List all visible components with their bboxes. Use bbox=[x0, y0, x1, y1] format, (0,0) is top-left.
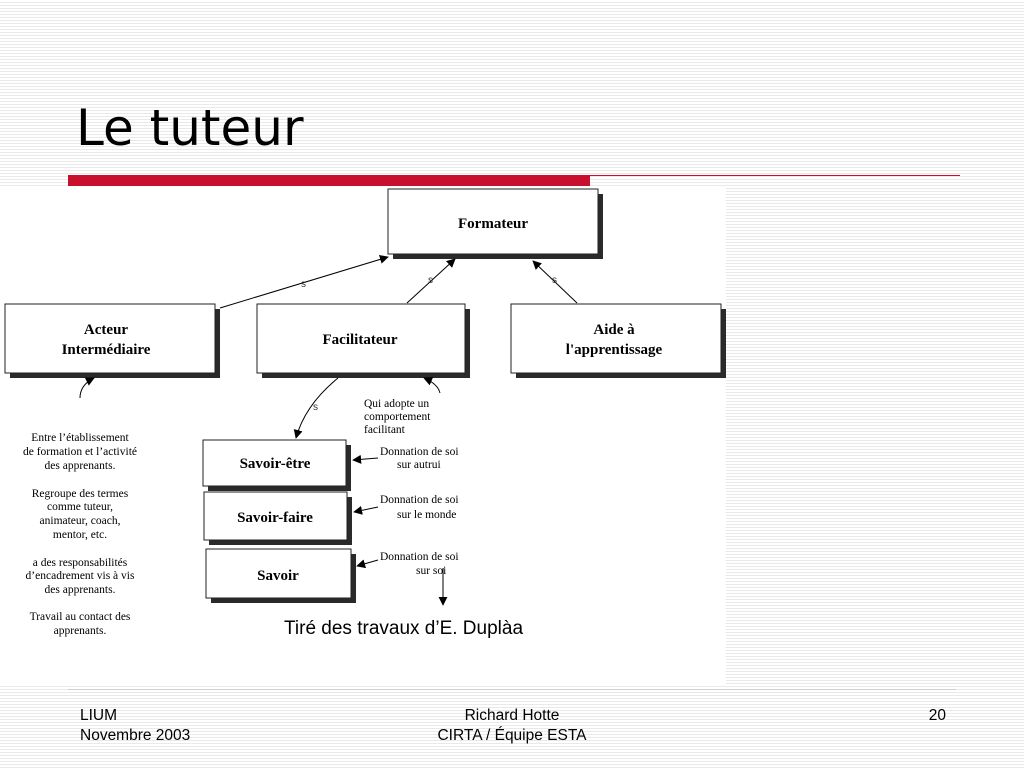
arrow-facilitateur-formateur bbox=[406, 258, 456, 304]
footer-divider bbox=[68, 689, 956, 690]
footer-date: Novembre 2003 bbox=[80, 727, 191, 744]
slide-title: Le tuteur bbox=[76, 99, 304, 157]
arrow-facilitateur-savoir-etre bbox=[293, 377, 339, 439]
box-savoir-faire-label: Savoir-faire bbox=[237, 510, 313, 526]
diagram-caption: Tiré des travaux d’E. Duplàa bbox=[284, 618, 524, 639]
savoir-faire-note-line: Donnation de soi bbox=[380, 494, 459, 506]
acteur-notes: Entre l’établissement de formation et l’… bbox=[23, 432, 137, 637]
box-savoir-etre-label: Savoir-être bbox=[240, 456, 311, 472]
acteur-note-line: Regroupe des termes bbox=[32, 488, 129, 500]
edge-label-s: s bbox=[428, 275, 433, 286]
box-acteur-label-1: Acteur bbox=[84, 322, 128, 338]
footer-center: Richard Hotte CIRTA / Équipe ESTA bbox=[412, 706, 612, 746]
box-acteur-label-2: Intermédiaire bbox=[62, 342, 151, 358]
footer-author: Richard Hotte bbox=[464, 707, 560, 724]
box-aide: Aide à l'apprentissage bbox=[510, 303, 726, 378]
box-savoir-faire: Savoir-faire bbox=[203, 491, 352, 545]
acteur-note-line: Travail au contact des bbox=[30, 611, 131, 623]
acteur-note-line: des apprenants. bbox=[45, 460, 116, 472]
arrow-note-savoir-etre bbox=[352, 454, 379, 464]
footer-team: CIRTA / Équipe ESTA bbox=[437, 727, 587, 744]
box-aide-label-2: l'apprentissage bbox=[566, 342, 663, 358]
arrow-acteur-formateur bbox=[219, 255, 389, 309]
footer-org: LIUM bbox=[80, 707, 118, 724]
edge-label-s: s bbox=[313, 402, 318, 413]
title-accent-bar bbox=[68, 175, 590, 186]
edge-label-s: s bbox=[301, 279, 306, 290]
box-savoir: Savoir bbox=[205, 548, 356, 603]
acteur-note-line: animateur, coach, bbox=[40, 515, 121, 527]
arrow-note-facilitateur bbox=[423, 377, 441, 394]
box-acteur: Acteur Intermédiaire bbox=[4, 303, 220, 378]
box-facilitateur-label: Facilitateur bbox=[323, 332, 398, 348]
facilitateur-note-line: Qui adopte un bbox=[364, 398, 429, 410]
arrow-aide-formateur bbox=[532, 260, 578, 304]
page-number: 20 bbox=[928, 707, 946, 724]
box-formateur: Formateur bbox=[387, 188, 603, 259]
diagram-panel: Formateur Acteur Intermédiaire Facilitat… bbox=[0, 188, 726, 684]
acteur-note-line: de formation et l’activité bbox=[23, 446, 137, 458]
box-aide-label-1: Aide à bbox=[593, 322, 635, 338]
arrow-notes-acteur bbox=[79, 377, 95, 399]
acteur-note-line: d’encadrement vis à vis bbox=[26, 570, 135, 582]
savoir-etre-note-line: sur autrui bbox=[397, 459, 441, 471]
acteur-note-line: Entre l’établissement bbox=[31, 432, 129, 444]
box-formateur-label: Formateur bbox=[458, 216, 528, 232]
acteur-note-line: apprenants. bbox=[54, 625, 107, 637]
savoir-faire-note-line: sur le monde bbox=[397, 509, 456, 521]
box-facilitateur: Facilitateur bbox=[256, 303, 470, 378]
box-savoir-etre: Savoir-être bbox=[202, 439, 351, 491]
box-savoir-label: Savoir bbox=[257, 568, 299, 584]
title-accent-line bbox=[590, 175, 960, 176]
acteur-note-line: comme tuteur, bbox=[47, 501, 113, 513]
acteur-note-line: mentor, etc. bbox=[53, 529, 107, 541]
facilitateur-note-line: comportement bbox=[364, 411, 431, 423]
acteur-note-line: des apprenants. bbox=[45, 584, 116, 596]
edge-label-s: s bbox=[552, 275, 557, 286]
savoir-etre-note-line: Donnation de soi bbox=[380, 446, 459, 458]
acteur-note-line: a des responsabilités bbox=[33, 557, 128, 569]
diagram: Formateur Acteur Intermédiaire Facilitat… bbox=[4, 188, 726, 637]
facilitateur-note-line: facilitant bbox=[364, 424, 406, 436]
arrow-note-savoir bbox=[356, 559, 379, 569]
savoir-note-line: Donnation de soi bbox=[380, 551, 459, 563]
arrow-note-savoir-faire bbox=[353, 505, 379, 515]
savoir-note-line: sur soi bbox=[416, 565, 446, 577]
footer-left: LIUM Novembre 2003 bbox=[80, 706, 190, 746]
